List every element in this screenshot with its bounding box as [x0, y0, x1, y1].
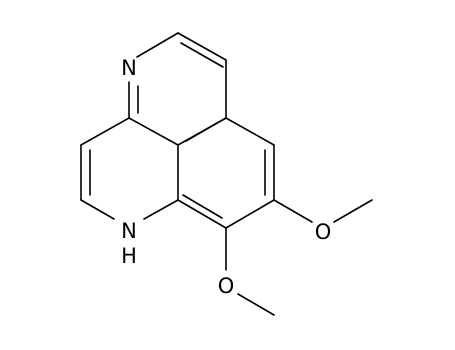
bond: [128, 117, 179, 146]
nh-nitrogen-label: N: [121, 219, 137, 243]
bond: [136, 32, 179, 58]
ring-nitrogen-label: N: [121, 56, 137, 80]
bond: [80, 199, 115, 220]
methoxy-oxygen-label: O: [315, 220, 332, 244]
bond: [177, 32, 227, 61]
methoxy-oxygen-label: O: [218, 274, 235, 298]
bond: [182, 194, 223, 219]
bond: [180, 42, 224, 68]
bond: [80, 117, 130, 146]
bond: [273, 199, 313, 223]
bond: [237, 293, 275, 316]
bond: [143, 199, 179, 220]
nh-hydrogen-label: H: [121, 244, 137, 268]
bond: [225, 199, 275, 229]
bond: [177, 199, 227, 229]
bond: [333, 199, 373, 223]
bond: [225, 117, 275, 146]
bond-lines: [80, 32, 373, 316]
atom-labels: N N H O O: [121, 56, 331, 298]
bond: [185, 117, 227, 142]
